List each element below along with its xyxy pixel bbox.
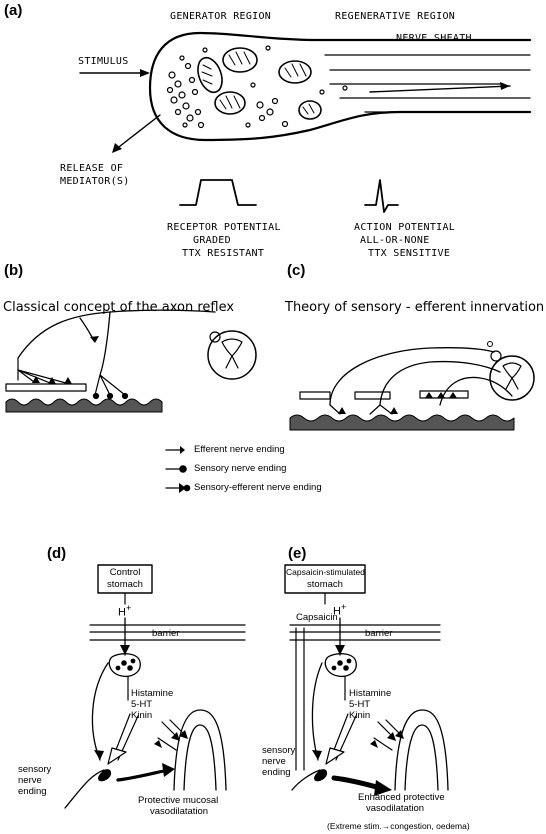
sensory-label-d-2: nerve [18, 775, 42, 786]
sensory-label-d-3: ending [18, 786, 47, 797]
sensory-label-e-1: sensory [262, 745, 296, 756]
all-or-none-label: ALL-OR-NONE [360, 235, 430, 246]
capsaicin-box [284, 564, 366, 594]
caption-e-line3: (Extreme stim.→congestion, oedema) [327, 821, 470, 831]
kinin-label-e: Kinin [349, 710, 371, 721]
histamine-label-d: Histamine [131, 688, 174, 699]
axon-arrow [369, 85, 511, 93]
action-potential-trace [364, 179, 399, 213]
nerve-sheath [324, 54, 531, 113]
sensory-label-d-1: sensory [18, 764, 52, 775]
ttx-sensitive-label: TTX SENSITIVE [368, 248, 451, 259]
generator-region-label: GENERATOR REGION [170, 11, 272, 22]
axon-reflex-diagram [5, 309, 257, 413]
capsaicin-label: Capsaicin [296, 612, 338, 623]
legend-symbols [165, 446, 191, 493]
control-box-line1: Control [109, 567, 141, 578]
barrier-label-d: barrier [152, 628, 180, 639]
h-plus-e: H+ [333, 602, 347, 618]
nerve-terminal-outline [148, 31, 532, 142]
capsaicin-stomach-diagram [284, 564, 449, 796]
nerve-terminal-diagram [79, 31, 532, 213]
capsaicin-box-line1: Capsaicin-stimulated [286, 567, 365, 577]
villus-d [173, 709, 227, 791]
control-stomach-diagram [64, 564, 246, 809]
spinal-cord-c [489, 355, 535, 401]
control-box-line2: stomach [107, 579, 143, 590]
capsaicin-box-line2: stomach [307, 579, 343, 590]
sensory-nerve-e [291, 769, 321, 791]
spinal-cord-b [207, 330, 257, 380]
barrier-label-e: barrier [365, 628, 393, 639]
caption-d-line2: vasodilatation [150, 806, 209, 817]
panel-label-d: (d) [47, 545, 67, 562]
sensory-label-e-3: ending [262, 767, 291, 778]
action-potential-label: ACTION POTENTIAL [354, 222, 456, 233]
stimulus-label: STIMULUS [78, 56, 129, 67]
ht5-label-e: 5-HT [349, 699, 371, 710]
tissue-b [5, 398, 163, 413]
sensory-efferent-title: Theory of sensory - efferent innervation [285, 300, 545, 315]
release-arrow [114, 114, 161, 151]
control-box [97, 564, 153, 594]
caption-e-line1: Enhanced protective [358, 792, 445, 803]
villus-e [394, 709, 449, 791]
legend-efferent: Efferent nerve ending [194, 444, 285, 455]
panel-label-e: (e) [288, 545, 307, 562]
axon-reflex-title: Classical concept of the axon reflex [3, 300, 235, 315]
mast-cell-d [108, 653, 141, 678]
legend-sensory: Sensory nerve ending [194, 463, 287, 474]
tissue-c [289, 414, 515, 431]
caption-d-line1: Protective mucosal [138, 795, 219, 806]
nerve-sheath-label: NERVE SHEATH [396, 33, 472, 44]
ttx-resistant-label: TTX RESISTANT [182, 248, 265, 259]
h-plus-d: H+ [118, 603, 132, 619]
kinin-label-d: Kinin [131, 710, 153, 721]
vessel-c2 [354, 391, 391, 400]
panel-label-c: (c) [287, 262, 306, 279]
vesicles [166, 45, 348, 129]
legend-sensory-efferent: Sensory-efferent nerve ending [194, 482, 322, 493]
mitochondria [197, 47, 322, 120]
release-label-line1: RELEASE OF [60, 163, 124, 174]
sensory-efferent-diagram [289, 341, 535, 431]
vessel-c1 [299, 391, 331, 400]
regenerative-region-label: REGENERATIVE REGION [335, 11, 456, 22]
mast-cell-e [324, 653, 357, 678]
ht5-label-d: 5-HT [131, 699, 153, 710]
caption-e-line2: vasodilatation [366, 803, 425, 814]
panel-label-b: (b) [4, 262, 24, 279]
release-label-line2: MEDIATOR(S) [60, 176, 130, 187]
histamine-label-e: Histamine [349, 688, 392, 699]
receptor-potential-trace [179, 179, 257, 206]
sensory-nerve-d [64, 769, 105, 809]
graded-label: GRADED [193, 235, 231, 246]
receptor-potential-label: RECEPTOR POTENTIAL [167, 222, 281, 233]
vessel-b [5, 383, 87, 392]
panel-label-a: (a) [4, 2, 23, 19]
sensory-label-e-2: nerve [262, 756, 286, 767]
